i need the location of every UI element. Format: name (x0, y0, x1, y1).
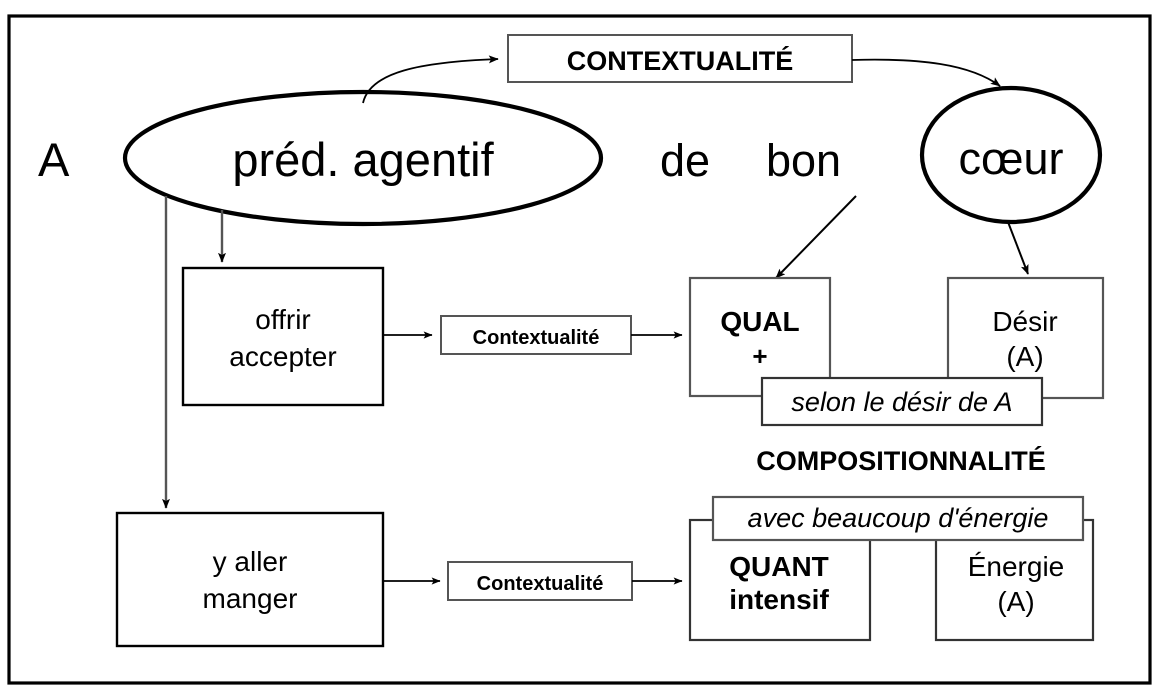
label-quant: QUANT (729, 551, 829, 582)
label-energie: Énergie (968, 551, 1065, 582)
label-contextualite-top: CONTEXTUALITÉ (567, 45, 794, 76)
box-gloss-lower (711, 495, 1085, 542)
label-y-aller: y aller (213, 546, 288, 577)
label-qual-plus: + (752, 341, 767, 371)
label-quant-intensif: intensif (729, 584, 829, 615)
label-desir: Désir (992, 306, 1057, 337)
outer-frame (7, 14, 1152, 685)
arrow-bon-to-qual (775, 195, 857, 279)
box-qual (688, 276, 832, 398)
label-gloss-upper: selon le désir de A (791, 387, 1012, 417)
ellipse-pred-agentif (122, 89, 604, 227)
arrow-coeur-to-desir (1007, 221, 1029, 275)
contextualite-top-box (507, 34, 853, 83)
label-gloss-lower: avec beaucoup d'énergie (748, 503, 1049, 533)
label-de: de (660, 135, 710, 186)
label-accepter: accepter (229, 341, 336, 372)
label-pred-agentif: préd. agentif (232, 133, 494, 186)
label-subject-a: A (38, 133, 70, 186)
label-compositionnalite: COMPOSITIONNALITÉ (756, 445, 1046, 476)
box-contextualite-upper (440, 315, 632, 355)
arrow-contextualite-to-coeur (851, 58, 1001, 87)
ellipse-coeur (919, 85, 1103, 225)
label-qual: QUAL (720, 306, 799, 337)
box-contextualite-lower (447, 561, 633, 601)
label-contextualite-upper: Contextualité (473, 327, 600, 349)
label-contextualite-lower: Contextualité (477, 573, 604, 595)
label-coeur: cœur (959, 133, 1064, 184)
label-energie-arg: (A) (997, 586, 1034, 617)
box-gloss-upper (760, 376, 1044, 427)
label-manger: manger (203, 583, 298, 614)
box-verbs-upper (181, 266, 385, 407)
label-bon: bon (766, 135, 841, 186)
label-desir-arg: (A) (1006, 341, 1043, 372)
box-verbs-lower (115, 511, 385, 648)
label-offrir: offrir (255, 304, 311, 335)
